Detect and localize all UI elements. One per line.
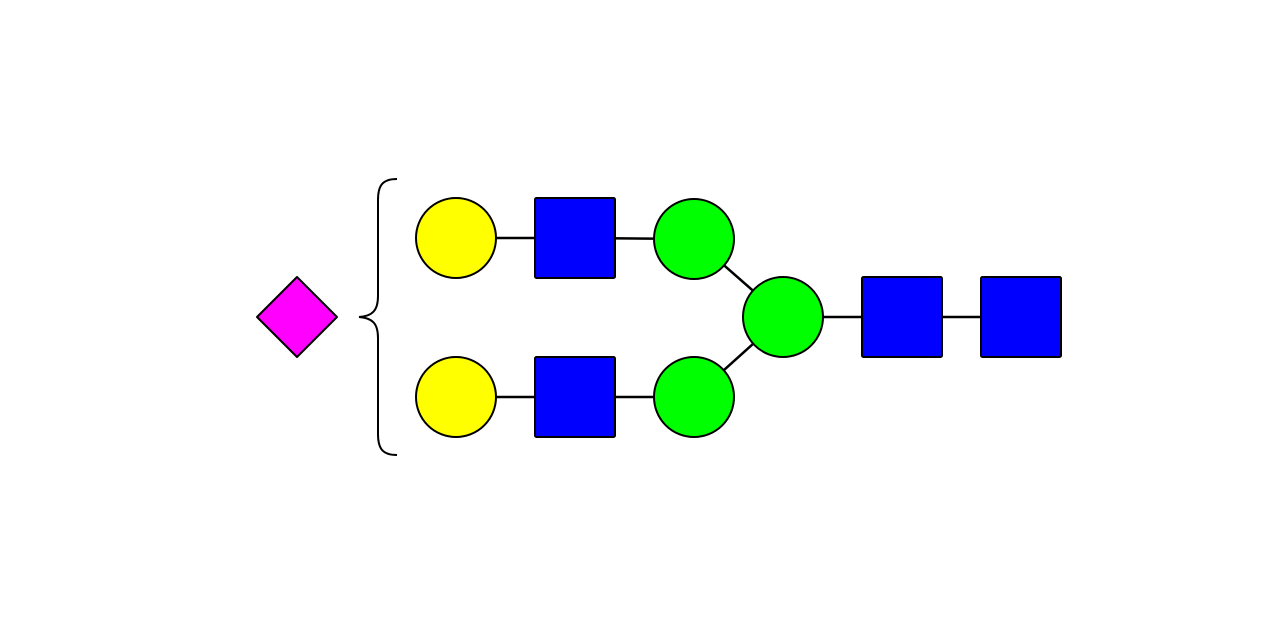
residue-glcnac-core-2 bbox=[980, 276, 1062, 358]
residue-gal-lower bbox=[415, 356, 497, 438]
residue-glcnac-lower bbox=[534, 356, 616, 438]
residue-gal-upper bbox=[415, 197, 497, 279]
residue-man-core bbox=[742, 276, 824, 358]
antenna-brace bbox=[358, 178, 398, 456]
residue-man-lower bbox=[653, 356, 735, 438]
residue-man-upper bbox=[653, 198, 735, 280]
residue-neuac-floating bbox=[256, 276, 338, 358]
residue-glcnac-upper bbox=[534, 197, 616, 279]
monosaccharide-residues bbox=[256, 197, 1062, 438]
residue-glcnac-core-1 bbox=[861, 276, 943, 358]
